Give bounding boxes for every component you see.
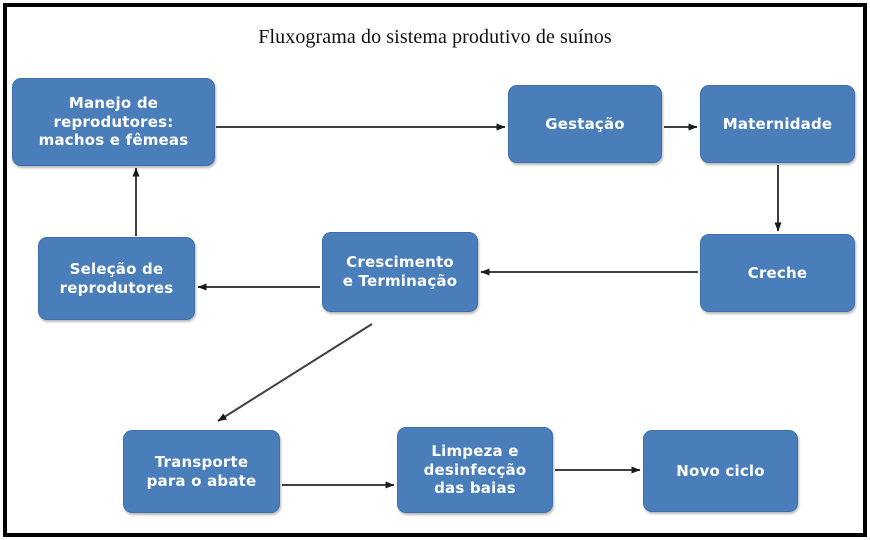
- flowchart-node-label: Creche: [747, 263, 808, 282]
- flowchart-node-label: Gestação: [545, 114, 625, 133]
- flowchart-node-gestacao[interactable]: Gestação: [508, 85, 662, 163]
- flowchart-node-manejo[interactable]: Manejo de reprodutores: machos e fêmeas: [12, 78, 215, 166]
- flowchart-node-novociclo[interactable]: Novo ciclo: [643, 430, 798, 512]
- flowchart-node-crescimento[interactable]: Crescimento e Terminação: [322, 232, 478, 312]
- flowchart-node-label: Manejo de reprodutores: machos e fêmeas: [38, 93, 189, 150]
- flowchart-node-label: Seleção de reprodutores: [59, 259, 174, 297]
- flowchart-node-label: Novo ciclo: [676, 461, 765, 480]
- flowchart-node-limpeza[interactable]: Limpeza e desinfecção das baias: [397, 427, 553, 513]
- edge-group: [132, 123, 782, 489]
- flowchart-node-maternidade[interactable]: Maternidade: [700, 85, 855, 163]
- flowchart-node-label: Maternidade: [722, 114, 833, 133]
- flowchart-arrow-crescimento-to-transporte: [217, 323, 373, 422]
- flowchart-node-label: Transporte para o abate: [146, 452, 257, 490]
- flowchart-node-selecao[interactable]: Seleção de reprodutores: [38, 237, 195, 320]
- flowchart-node-label: Limpeza e desinfecção das baias: [423, 441, 527, 498]
- diagram-title: Fluxograma do sistema produtivo de suíno…: [258, 26, 612, 48]
- flowchart-node-label: Crescimento e Terminação: [342, 253, 458, 290]
- flowchart-node-creche[interactable]: Creche: [700, 234, 855, 312]
- flowchart-node-transporte[interactable]: Transporte para o abate: [123, 430, 280, 513]
